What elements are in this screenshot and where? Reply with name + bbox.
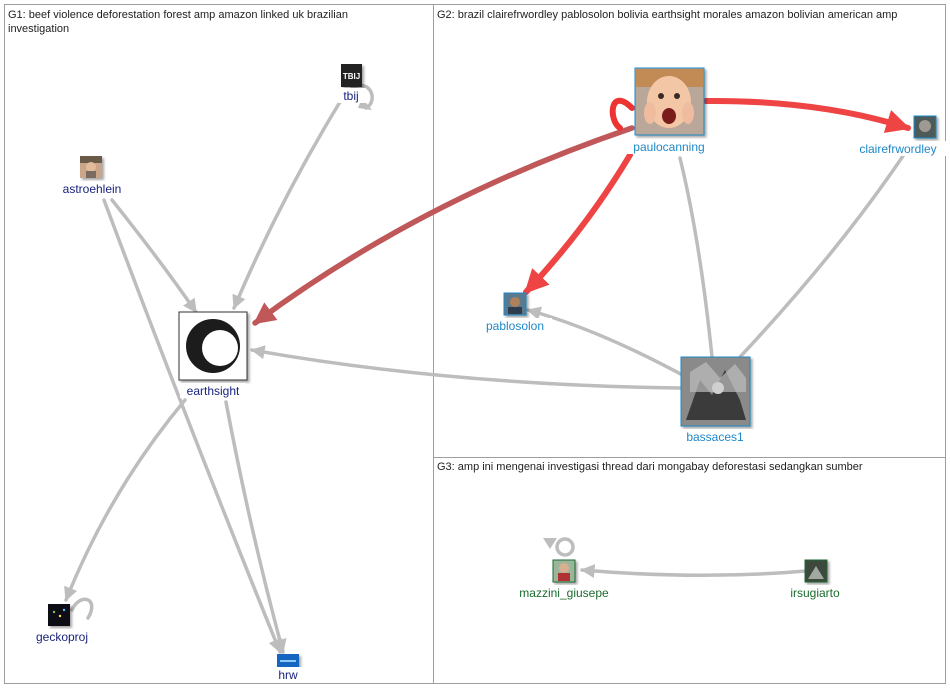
group-title-g2-line1: G2: brazil clairefrwordley pablosolon bo…	[437, 9, 897, 21]
person-avatar	[552, 559, 576, 583]
edge-astroehlein-hrw	[102, 198, 282, 654]
node-label-pablosolon: pablosolon	[486, 319, 544, 333]
engraving-avatar	[680, 356, 751, 427]
group-title-g2: G2: brazil clairefrwordley pablosolon bo…	[437, 9, 897, 21]
edge-astroehlein-earthsight	[110, 198, 198, 314]
edge-earthsight-geckoproj	[64, 398, 187, 602]
edge-paulocanning-selfloop	[609, 97, 635, 131]
node-label-hrw: hrw	[278, 668, 298, 682]
group-title-g3: G3: amp ini mengenai investigasi thread …	[437, 461, 863, 473]
edge-bassaces1-pablosolon	[526, 306, 690, 380]
bearded-man-avatar	[80, 156, 102, 178]
group-title-g1-line1: G1: beef violence deforestation forest a…	[8, 9, 348, 21]
node-label-paulocanning: paulocanning	[633, 140, 704, 154]
node-hrw[interactable]: hrw	[272, 654, 304, 682]
node-label-mazzini_giusepe: mazzini_giusepe	[519, 586, 609, 600]
edge-bassaces1-earthsight	[250, 345, 682, 390]
tbij-logo-avatar: TBIJ	[341, 64, 362, 87]
edge-earthsight-hrw	[224, 400, 287, 654]
node-astroehlein[interactable]: astroehlein	[56, 156, 129, 196]
edge-paulocanning-clairefrwordley	[703, 97, 911, 133]
group-title-g1: G1: beef violence deforestation forest a…	[8, 9, 351, 35]
node-pablosolon[interactable]: pablosolon	[478, 292, 552, 333]
node-clairefrwordley[interactable]: clairefrwordley	[852, 115, 946, 156]
node-label-clairefrwordley: clairefrwordley	[859, 142, 936, 156]
node-label-irsugiarto: irsugiarto	[790, 586, 840, 600]
edges-normal	[64, 83, 907, 654]
edge-paulocanning-earthsight	[252, 125, 635, 326]
person-avatar	[804, 559, 828, 583]
edge-geckoproj-selfloop	[70, 597, 94, 620]
edge-bassaces1-paulocanning	[678, 156, 714, 359]
edge-bassaces1-clairefrwordley	[738, 151, 907, 359]
node-mazzini_giusepe[interactable]: mazzini_giusepe	[508, 559, 620, 600]
node-bassaces1[interactable]: bassaces1	[678, 356, 752, 444]
edge-paulocanning-pablosolon	[523, 152, 633, 295]
node-irsugiarto[interactable]: irsugiarto	[782, 559, 848, 600]
edge-tbij-earthsight	[232, 100, 342, 310]
node-earthsight[interactable]: earthsight	[178, 311, 248, 398]
node-paulocanning[interactable]: paulocanning	[625, 67, 714, 154]
node-geckoproj[interactable]: geckoproj	[28, 604, 98, 644]
node-label-bassaces1: bassaces1	[686, 430, 744, 444]
edge-mazzini-selfloop	[555, 537, 575, 557]
node-label-geckoproj: geckoproj	[36, 630, 88, 644]
group-title-g1-line2: investigation	[8, 23, 69, 35]
tbij-logo-text: TBIJ	[343, 72, 360, 81]
group-title-g3-line1: G3: amp ini mengenai investigasi thread …	[437, 461, 863, 473]
edge-irsugiarto-mazzini	[580, 564, 808, 579]
person-avatar	[913, 115, 937, 139]
group-panel-g3	[433, 457, 946, 684]
screaming-face-avatar	[634, 67, 705, 136]
dark-logo-avatar	[48, 604, 70, 626]
node-label-tbij: tbij	[343, 89, 358, 103]
node-tbij[interactable]: TBIJ tbij	[338, 64, 366, 103]
selfloop-arrowhead-mazzini	[543, 538, 557, 549]
edges-heavy	[252, 97, 911, 326]
crescent-logo-avatar	[178, 311, 248, 381]
blue-logo-avatar	[277, 654, 299, 668]
person-avatar	[503, 292, 527, 316]
node-label-astroehlein: astroehlein	[63, 182, 122, 196]
node-label-earthsight: earthsight	[187, 384, 240, 398]
